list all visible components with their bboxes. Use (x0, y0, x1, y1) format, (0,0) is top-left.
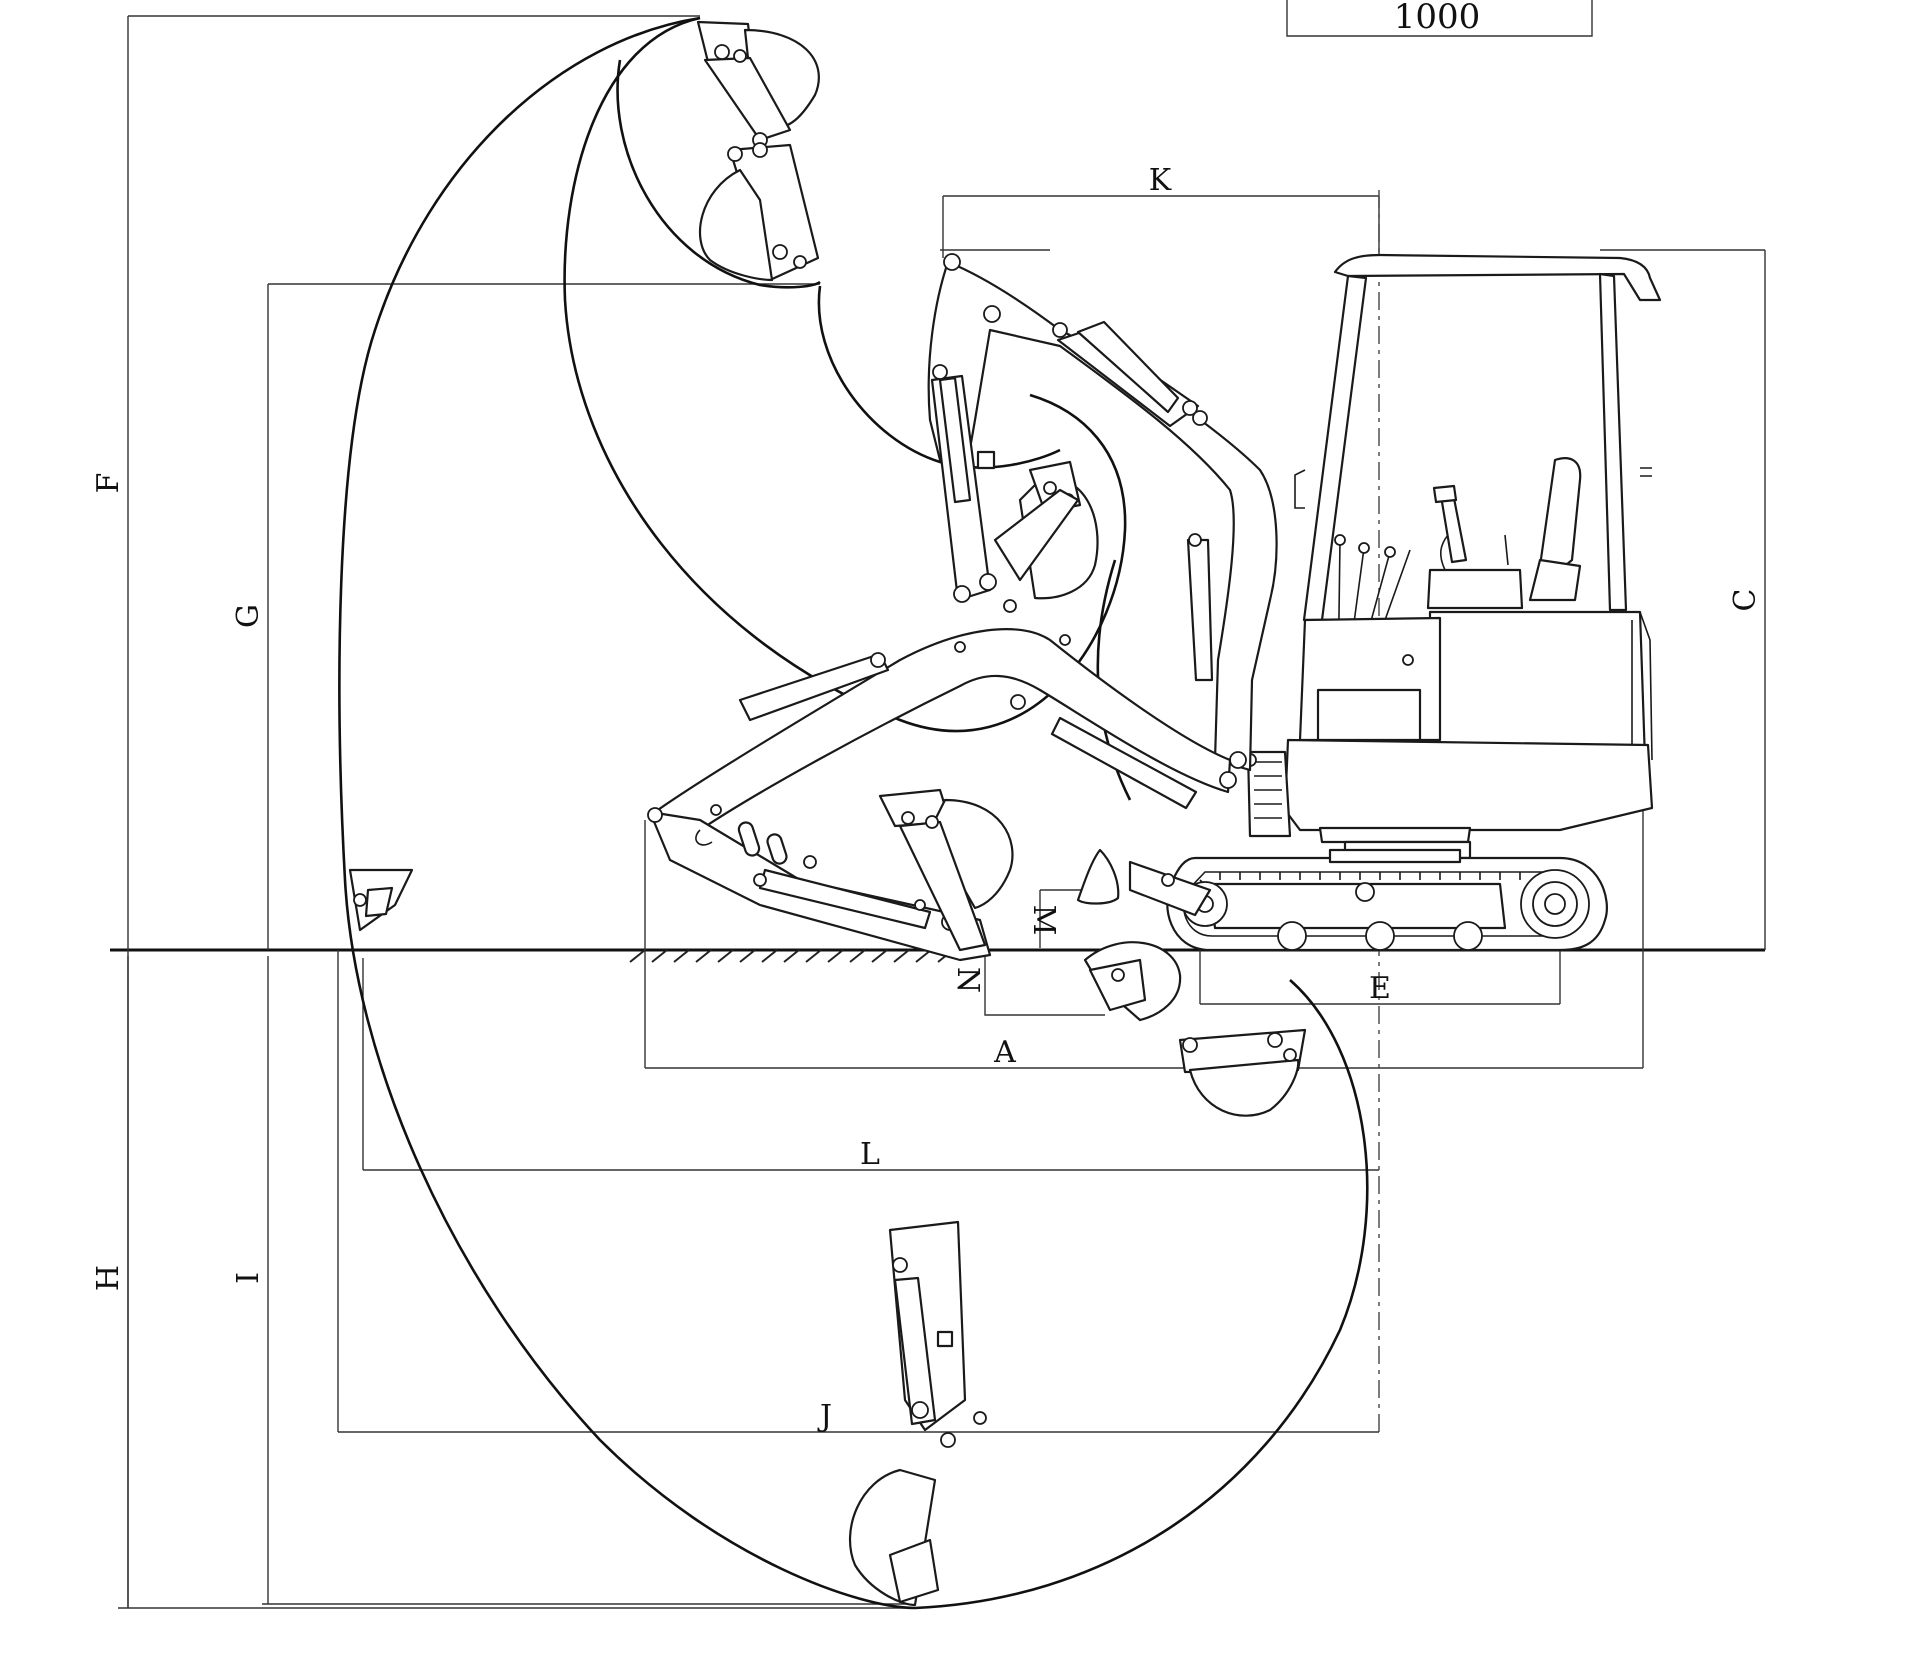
bucket-below-ground (1083, 941, 1182, 1022)
dimension-n-line (984, 950, 1105, 1016)
dimension-label-i: I (231, 1272, 266, 1284)
dimension-k-line (942, 195, 1380, 258)
boom-raised (927, 253, 1278, 772)
dimension-label-m: M (1026, 905, 1061, 936)
working-range-envelope (338, 16, 1369, 1610)
dimension-i-line (262, 956, 910, 1605)
dimension-label-n: N (950, 967, 985, 993)
bucket-top-second (698, 142, 820, 282)
arm-max-depth (848, 1220, 987, 1607)
dimension-e-line (1199, 945, 1561, 1005)
canopy-roof (1333, 253, 1662, 302)
scale-box: 1000 (1286, 0, 1593, 37)
dimension-label-a: A (993, 1035, 1016, 1070)
dimension-label-g: G (231, 604, 266, 628)
dimension-labels: F G H I C K E A L J M N (91, 163, 1763, 1434)
dimension-j-line (337, 950, 1379, 1433)
dimension-h-line (118, 956, 910, 1609)
dimension-g-line (267, 283, 820, 950)
operator-seat (1538, 457, 1582, 572)
dimension-lines (118, 15, 1766, 1609)
dimension-f-line (127, 15, 700, 1608)
scale-label: 1000 (1394, 0, 1481, 37)
bucket-top (696, 20, 820, 148)
dimension-label-j: J (817, 1399, 832, 1434)
crawler-track (1166, 848, 1608, 952)
dimension-label-e: E (1369, 971, 1391, 1006)
boom-lowered (647, 628, 1237, 962)
dimension-c-line (940, 249, 1766, 950)
dimension-label-k: K (1149, 163, 1172, 198)
dimension-label-h: H (91, 1265, 126, 1291)
dimension-label-c: C (1728, 589, 1763, 612)
bucket-left-reach (348, 868, 414, 932)
dimension-label-f: F (91, 473, 126, 494)
excavator (1243, 253, 1662, 860)
dimension-l-line (362, 958, 1379, 1171)
dozer-blade (1076, 848, 1212, 917)
dimension-label-l: L (860, 1137, 880, 1172)
bucket-dig-low (1178, 1028, 1307, 1117)
